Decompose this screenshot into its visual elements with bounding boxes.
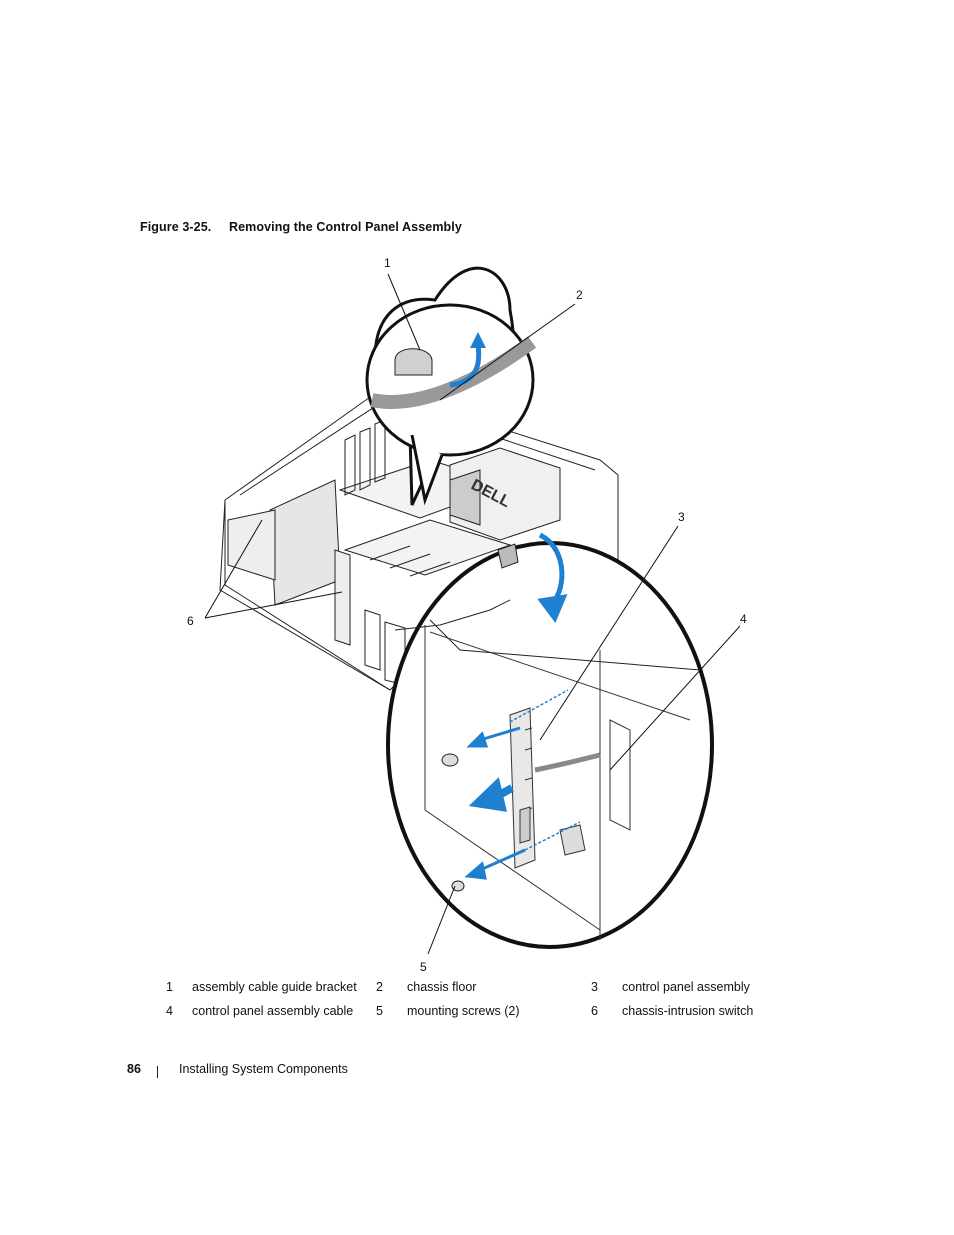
callout-2: 2: [576, 288, 583, 302]
callout-6: 6: [187, 614, 194, 628]
side-panel: [269, 479, 341, 606]
control-panel-diagram: DELL: [204, 266, 741, 955]
figure-title: Removing the Control Panel Assembly: [228, 220, 462, 234]
screw-upper: [441, 753, 459, 767]
legend-label: chassis-intrusion switch: [622, 1004, 754, 1018]
legend-number: 1: [166, 980, 173, 994]
legend-number: 2: [376, 980, 383, 994]
figure-caption: Figure 3-25. Removing the Control Panel …: [140, 220, 462, 234]
intrusion-switch: [559, 824, 586, 856]
legend-label: mounting screws (2): [407, 1004, 520, 1018]
callout-1: 1: [384, 256, 391, 270]
legend-label: assembly cable guide bracket: [192, 980, 357, 994]
section-title: Installing System Components: [179, 1062, 348, 1076]
page-number: 86: [127, 1062, 141, 1076]
legend-label: chassis floor: [407, 980, 477, 994]
legend-number: 3: [591, 980, 598, 994]
lift-arrow: [449, 344, 482, 388]
legend-number: 6: [591, 1004, 598, 1018]
footer-divider: [157, 1066, 158, 1078]
figure-illustration: DELL: [180, 250, 747, 974]
legend-label: control panel assembly cable: [192, 1004, 354, 1018]
callout-3: 3: [678, 510, 685, 524]
cable-connector: [497, 543, 519, 569]
cable-guide-bracket: [394, 348, 433, 376]
figure-number: Figure 3-25.: [140, 220, 212, 234]
callout-5: 5: [420, 960, 427, 974]
legend-number: 4: [166, 1004, 173, 1018]
screw-lower: [451, 880, 465, 892]
removal-arrows: [464, 532, 581, 880]
legend-label: control panel assembly: [622, 980, 750, 994]
control-panel-board: [509, 707, 536, 869]
callout-4: 4: [740, 612, 747, 626]
legend-number: 5: [376, 1004, 383, 1018]
